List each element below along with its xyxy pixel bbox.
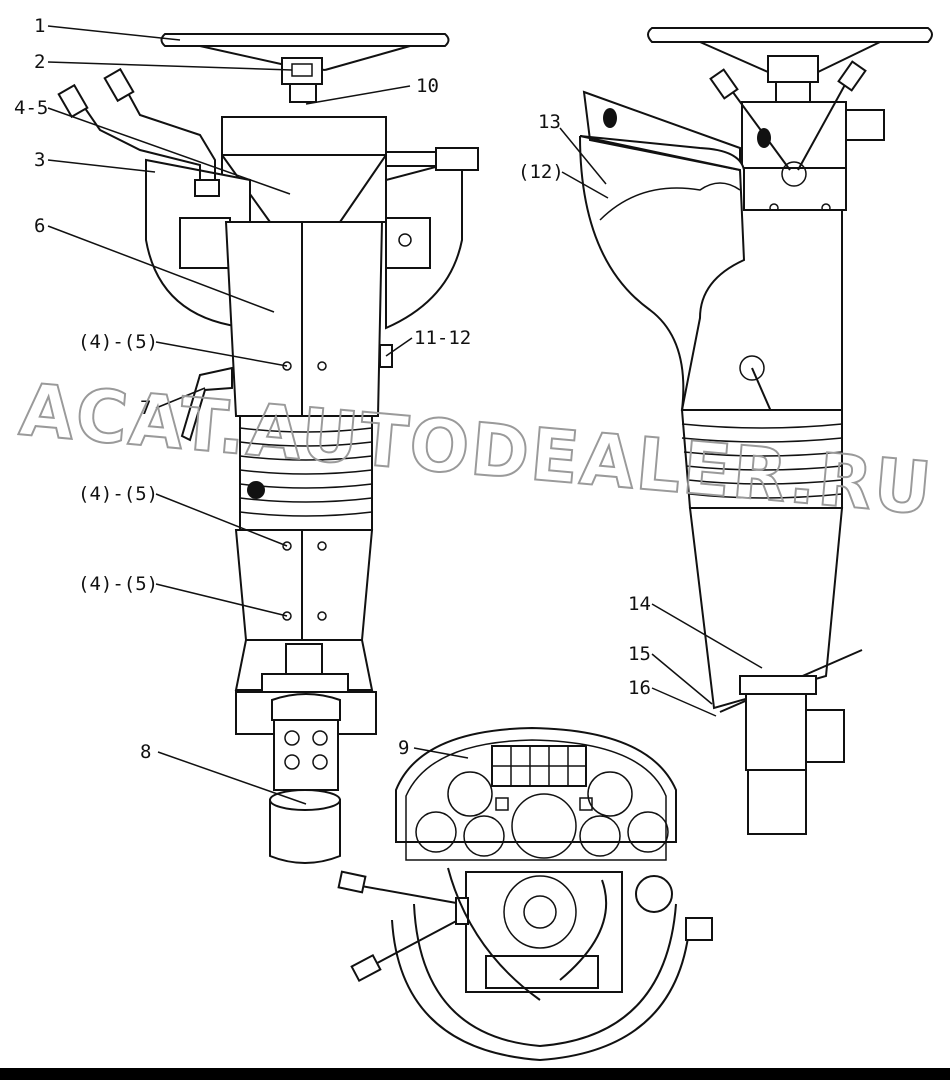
instrument-panel-view: [337, 726, 713, 1062]
callout-3: 3: [34, 149, 45, 171]
callout-labels: 1 2 10 4-5 3 6 (4)-(5) 11-12 7 (4)-(5) (…: [14, 15, 651, 763]
lower-lever-2: [363, 917, 463, 971]
right-motor-block: [745, 693, 807, 771]
callout-16: 16: [628, 677, 651, 699]
callout-1: 1: [34, 15, 45, 37]
right-shift-lever-1: [723, 79, 791, 171]
footer-bar: [0, 1068, 950, 1080]
left-column-head: [221, 116, 387, 156]
left-shift-lever-1: [77, 97, 201, 190]
callout-4-5-a: (4)-(5): [78, 331, 158, 353]
callout-12: (12): [518, 161, 564, 183]
left-motor-block: [273, 719, 339, 791]
left-lower-column: [234, 529, 374, 641]
callout-4-5-c: (4)-(5): [78, 573, 158, 595]
callout-4-5: 4-5: [14, 97, 48, 119]
callout-7: 7: [140, 397, 151, 419]
callout-9: 9: [398, 737, 409, 759]
left-marker-dot: [247, 481, 265, 499]
callout-4-5-b: (4)-(5): [78, 483, 158, 505]
lower-lever-1: [349, 883, 463, 905]
right-shift-lever-2: [797, 71, 853, 171]
left-motor-cylinder: [269, 799, 341, 864]
callout-13: 13: [538, 111, 561, 133]
left-steering-wheel: [160, 33, 450, 47]
leader-lines: [47, 25, 763, 805]
left-steering-hub: [281, 57, 323, 85]
left-column-body: [224, 221, 384, 417]
right-steering-wheel: [647, 27, 933, 43]
callout-6: 6: [34, 215, 45, 237]
lower-steering-wheel: [391, 919, 691, 1062]
callout-15: 15: [628, 643, 651, 665]
left-tilt-lever: [180, 366, 233, 442]
left-steering-column-view: [57, 33, 479, 864]
callout-11-12: 11-12: [414, 327, 471, 349]
callout-2: 2: [34, 51, 45, 73]
callout-8: 8: [140, 741, 151, 763]
callout-10: 10: [416, 75, 439, 97]
right-steering-column-view: [579, 27, 933, 835]
callout-14: 14: [628, 593, 651, 615]
left-shift-lever-2: [121, 81, 216, 190]
